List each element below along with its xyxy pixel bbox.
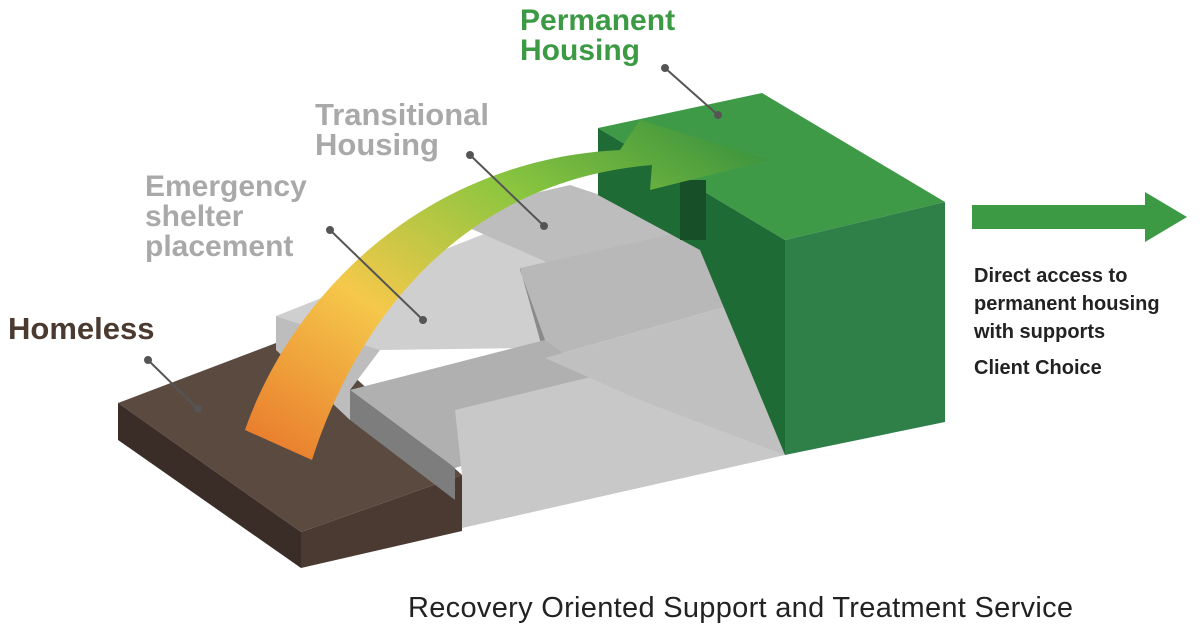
side-line-2: permanent housing [974, 293, 1160, 315]
label-emergency-line-1: Emergency [145, 170, 307, 203]
label-transitional-housing: Transitional Housing [315, 97, 489, 162]
curved-arrow [245, 120, 770, 460]
label-transitional-line-1: Transitional [315, 97, 489, 132]
permanent-housing-block [598, 93, 945, 455]
footer-caption: Recovery Oriented Support and Treatment … [408, 592, 1074, 624]
label-emergency-line-3: placement [145, 230, 294, 263]
right-arrow-icon [972, 192, 1187, 242]
label-permanent-line-2: Housing [520, 34, 640, 67]
side-line-3: with supports [974, 321, 1106, 343]
label-homeless: Homeless [8, 311, 155, 346]
side-line-1: Direct access to [974, 265, 1128, 287]
leader-lines [144, 64, 722, 413]
client-choice: Client Choice [974, 357, 1102, 379]
side-description: Direct access to permanent housing with … [974, 262, 1196, 382]
label-permanent-housing: Permanent Housing [520, 6, 675, 66]
label-emergency-shelter: Emergency shelter placement [145, 172, 307, 262]
label-permanent-line-1: Permanent [520, 4, 676, 37]
label-transitional-line-2: Housing [315, 127, 439, 162]
label-emergency-line-2: shelter [145, 200, 244, 233]
